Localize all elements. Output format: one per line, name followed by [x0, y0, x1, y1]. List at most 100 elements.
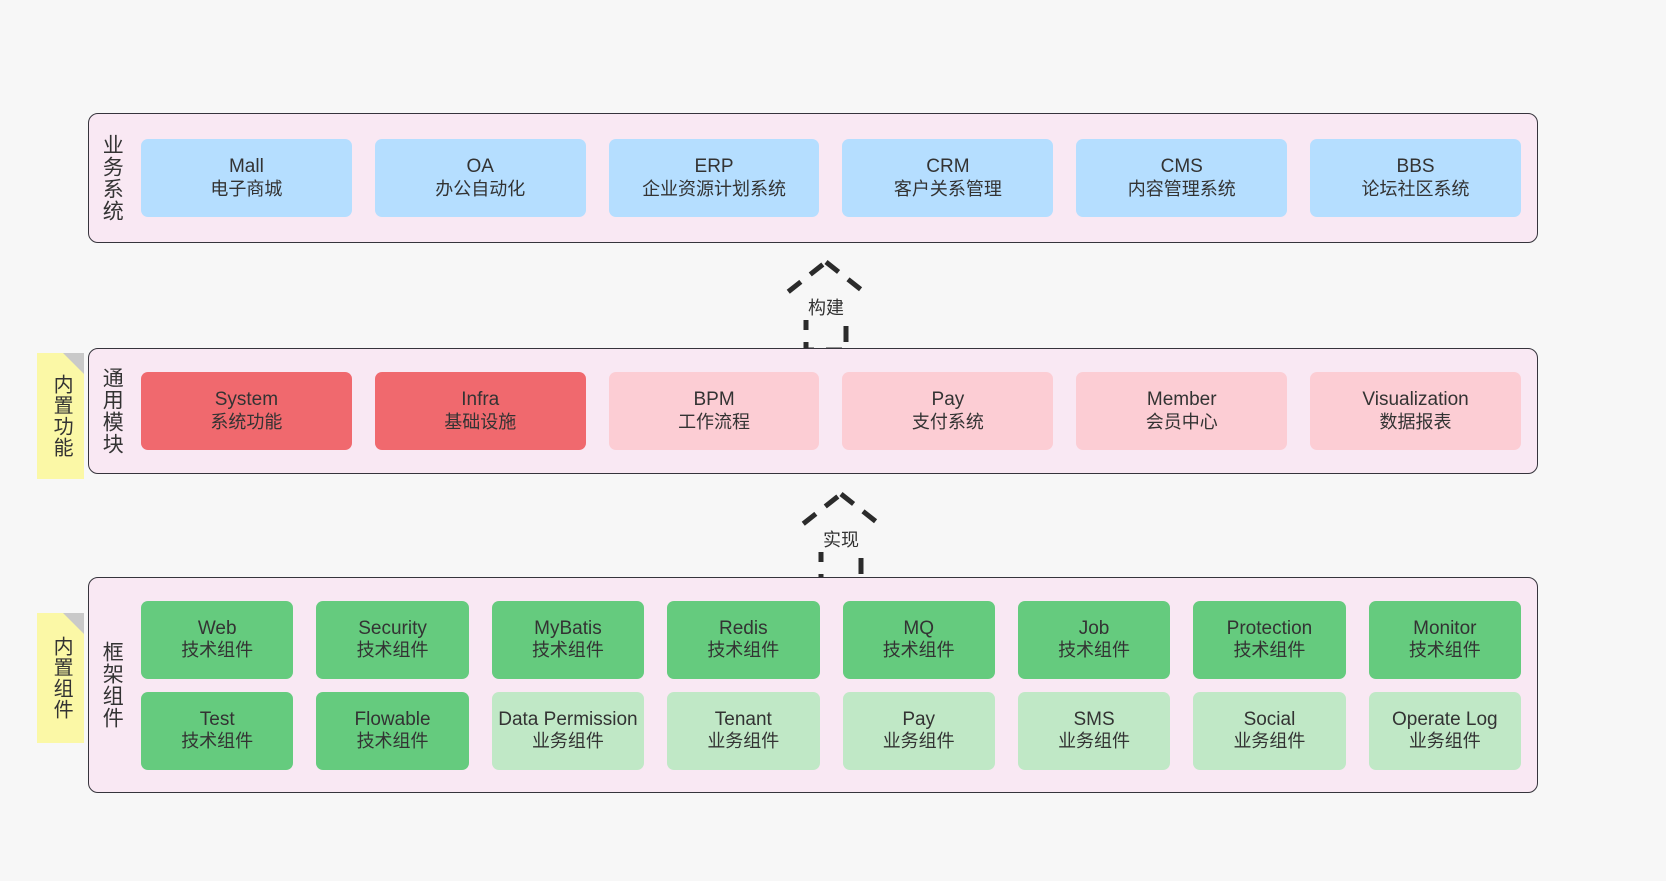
node-title: MQ — [903, 617, 934, 639]
node-title: Pay — [931, 389, 965, 411]
node-title: CRM — [926, 156, 970, 178]
node-system[interactable]: System 系统功能 — [141, 372, 352, 450]
node-subtitle: 企业资源计划系统 — [642, 178, 787, 199]
node-row: Web 技术组件 Security 技术组件 MyBatis 技术组件 Redi… — [141, 600, 1521, 679]
node-row: Mall 电子商城 OA 办公自动化 ERP 企业资源计划系统 CRM 客户关系… — [141, 139, 1521, 217]
connector-label-build: 构建 — [746, 294, 906, 320]
sticky-note-label: 内置组件 — [50, 636, 73, 720]
node-subtitle: 支付系统 — [911, 411, 984, 432]
node-subtitle: 技术组件 — [531, 640, 604, 661]
node-visualization[interactable]: Visualization 数据报表 — [1310, 372, 1521, 450]
node-title: MyBatis — [534, 617, 602, 639]
node-subtitle: 论坛社区系统 — [1361, 178, 1470, 199]
node-pay-component[interactable]: Pay 业务组件 — [842, 691, 995, 770]
node-subtitle: 内容管理系统 — [1127, 178, 1236, 199]
connector-implement-arrow: 实现 — [761, 490, 921, 586]
node-subtitle: 会员中心 — [1145, 411, 1218, 432]
node-row: System 系统功能 Infra 基础设施 BPM 工作流程 Pay 支付系统… — [141, 372, 1521, 450]
sticky-fold-corner-icon — [63, 613, 84, 634]
node-title: Web — [197, 617, 237, 639]
node-subtitle: 业务组件 — [1233, 731, 1306, 752]
node-title: Mall — [228, 156, 264, 178]
node-subtitle: 系统功能 — [210, 411, 283, 432]
node-subtitle: 业务组件 — [1408, 731, 1481, 752]
node-subtitle: 技术组件 — [181, 731, 254, 752]
node-test[interactable]: Test 技术组件 — [141, 691, 294, 770]
node-pay-module[interactable]: Pay 支付系统 — [842, 372, 1054, 450]
node-protection[interactable]: Protection 技术组件 — [1193, 600, 1346, 679]
node-mybatis[interactable]: MyBatis 技术组件 — [491, 600, 645, 679]
node-mq[interactable]: MQ 技术组件 — [842, 600, 995, 679]
node-subtitle: 技术组件 — [356, 731, 429, 752]
node-erp[interactable]: ERP 企业资源计划系统 — [608, 139, 820, 217]
node-infra[interactable]: Infra 基础设施 — [374, 372, 586, 450]
node-title: Operate Log — [1391, 708, 1498, 730]
layer-body-framework-components: Web 技术组件 Security 技术组件 MyBatis 技术组件 Redi… — [133, 578, 1537, 792]
node-monitor[interactable]: Monitor 技术组件 — [1368, 600, 1521, 679]
node-member[interactable]: Member 会员中心 — [1076, 372, 1288, 450]
node-subtitle: 技术组件 — [1408, 640, 1481, 661]
node-title: Test — [199, 708, 235, 730]
node-title: Tenant — [714, 708, 772, 730]
layer-common-modules: 通用模块 System 系统功能 Infra 基础设施 BPM 工作流程 Pay… — [88, 348, 1538, 474]
node-security[interactable]: Security 技术组件 — [316, 600, 469, 679]
node-subtitle: 数据报表 — [1379, 411, 1452, 432]
node-title: OA — [466, 156, 494, 178]
node-subtitle: 业务组件 — [1058, 731, 1131, 752]
node-subtitle: 技术组件 — [1233, 640, 1306, 661]
node-bbs[interactable]: BBS 论坛社区系统 — [1310, 139, 1521, 217]
connector-label-implement: 实现 — [761, 526, 921, 552]
node-subtitle: 技术组件 — [356, 640, 429, 661]
node-subtitle: 技术组件 — [181, 640, 254, 661]
layer-framework-components: 框架组件 Web 技术组件 Security 技术组件 MyBatis 技术组件… — [88, 577, 1538, 793]
node-title: Data Permission — [498, 708, 638, 730]
node-crm[interactable]: CRM 客户关系管理 — [842, 139, 1054, 217]
node-title: Protection — [1226, 617, 1313, 639]
node-flowable[interactable]: Flowable 技术组件 — [316, 691, 469, 770]
node-title: Monitor — [1413, 617, 1477, 639]
node-subtitle: 电子商城 — [210, 178, 283, 199]
node-title: SMS — [1073, 708, 1115, 730]
node-subtitle: 技术组件 — [882, 640, 955, 661]
node-subtitle: 技术组件 — [1058, 640, 1131, 661]
node-title: Visualization — [1362, 389, 1469, 411]
node-data-permission[interactable]: Data Permission 业务组件 — [491, 691, 645, 770]
node-subtitle: 业务组件 — [531, 731, 604, 752]
node-mall[interactable]: Mall 电子商城 — [141, 139, 352, 217]
node-operate-log[interactable]: Operate Log 业务组件 — [1368, 691, 1521, 770]
node-subtitle: 客户关系管理 — [893, 178, 1002, 199]
node-subtitle: 办公自动化 — [435, 178, 526, 199]
node-title: Infra — [461, 389, 500, 411]
node-redis[interactable]: Redis 技术组件 — [667, 600, 820, 679]
node-title: Pay — [902, 708, 936, 730]
node-tenant[interactable]: Tenant 业务组件 — [667, 691, 820, 770]
node-title: BPM — [693, 389, 735, 411]
layer-title-framework-components: 框架组件 — [100, 641, 124, 729]
layer-title-business-systems: 业务系统 — [100, 134, 124, 222]
node-cms[interactable]: CMS 内容管理系统 — [1076, 139, 1288, 217]
node-title: Social — [1243, 708, 1296, 730]
node-subtitle: 业务组件 — [882, 731, 955, 752]
node-subtitle: 基础设施 — [444, 411, 517, 432]
node-row: Test 技术组件 Flowable 技术组件 Data Permission … — [141, 691, 1521, 770]
layer-title-common-modules: 通用模块 — [100, 367, 124, 455]
node-web[interactable]: Web 技术组件 — [141, 600, 294, 679]
node-sms[interactable]: SMS 业务组件 — [1017, 691, 1171, 770]
node-bpm[interactable]: BPM 工作流程 — [608, 372, 820, 450]
node-title: System — [214, 389, 279, 411]
sticky-note-label: 内置功能 — [50, 374, 73, 458]
node-title: Job — [1078, 617, 1110, 639]
node-title: Security — [358, 617, 427, 639]
node-title: CMS — [1160, 156, 1203, 178]
node-job[interactable]: Job 技术组件 — [1017, 600, 1171, 679]
node-title: Member — [1146, 389, 1217, 411]
node-social[interactable]: Social 业务组件 — [1193, 691, 1346, 770]
node-subtitle: 业务组件 — [707, 731, 780, 752]
node-oa[interactable]: OA 办公自动化 — [374, 139, 586, 217]
node-subtitle: 工作流程 — [678, 411, 751, 432]
node-title: ERP — [694, 156, 734, 178]
sticky-note-builtin-components: 内置组件 — [37, 613, 84, 743]
sticky-note-builtin-features: 内置功能 — [37, 353, 84, 479]
node-title: BBS — [1396, 156, 1435, 178]
